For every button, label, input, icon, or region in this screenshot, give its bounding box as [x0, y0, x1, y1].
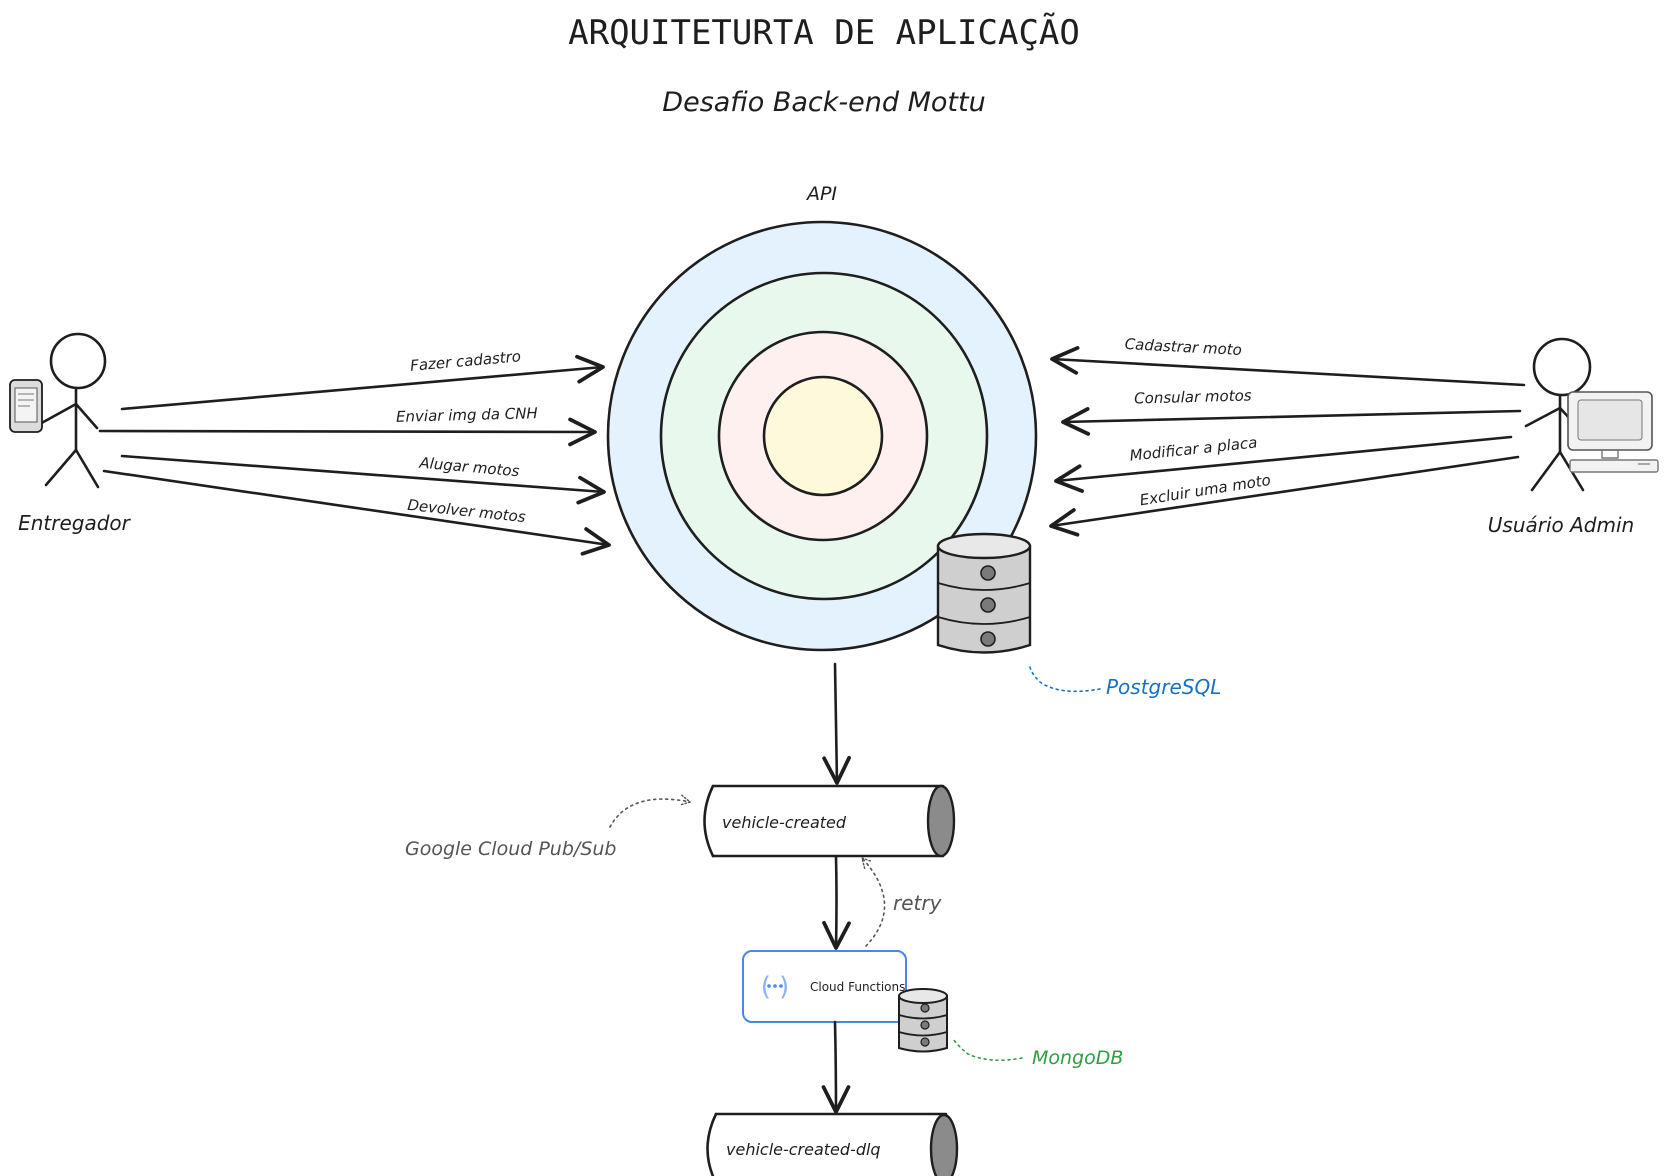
phone-icon: [9, 379, 43, 433]
page-title: ARQUITETURTA DE APLICAÇÃO: [568, 13, 1080, 53]
postgres-label: PostgreSQL: [1106, 675, 1221, 699]
vehicle-created-dlq-queue-label: vehicle-created-dlq: [726, 1140, 881, 1159]
api-to-queue-arrow: [822, 662, 851, 785]
api-label: API: [805, 183, 837, 205]
entregador-actor: [9, 332, 107, 489]
retry-arrow: [862, 858, 886, 947]
cloud-functions-box: ( ) Cloud Functions: [742, 950, 907, 1023]
retry-label: retry: [893, 891, 943, 915]
admin-label: Usuário Admin: [1488, 513, 1634, 537]
pubsub-annotation-line: [609, 799, 690, 828]
api-core-diagram: API: [606, 183, 1038, 652]
vehicle-created-queue: vehicle-created: [703, 784, 956, 858]
vehicle-created-queue-label: vehicle-created: [722, 813, 847, 832]
function-to-dlq-arrow: [821, 1020, 851, 1114]
entregador-flow-arrow-1: [98, 417, 597, 447]
admin-flow-label-1: Consular motos: [1134, 386, 1252, 407]
admin-flow-arrow-1: [1061, 407, 1522, 436]
entregador-label: Entregador: [18, 511, 132, 535]
admin-flow-arrow-0: [1050, 346, 1526, 387]
entregador-flow-label-0: Fazer cadastro: [409, 347, 521, 375]
postgres-database-icon: [936, 532, 1032, 654]
mongodb-database-icon: [898, 988, 948, 1053]
postgres-annotation-line: [1029, 665, 1101, 693]
mongodb-label: MongoDB: [1032, 1047, 1123, 1069]
computer-icon: [1567, 391, 1659, 473]
admin-flow-label-0: Cadastrar moto: [1124, 335, 1242, 359]
entregador-flow-arrow-3: [102, 469, 611, 556]
admin-actor: [1524, 337, 1659, 492]
pubsub-label: Google Cloud Pub/Sub: [405, 838, 616, 860]
entregador-flow-label-2: Alugar motos: [418, 454, 521, 481]
queue-to-function-arrow: [822, 855, 851, 950]
admin-flow-label-2: Modificar a placa: [1129, 433, 1258, 464]
api-core-ring: [762, 375, 884, 497]
mongodb-annotation-line: [953, 1039, 1023, 1062]
cloud-functions-icon: ( ): [761, 972, 790, 1002]
admin-flow-arrow-2: [1054, 435, 1513, 493]
page-subtitle: Desafio Back-end Mottu: [662, 87, 985, 118]
cloud-functions-label: Cloud Functions: [810, 980, 905, 994]
vehicle-created-dlq-queue: vehicle-created-dlq: [706, 1112, 959, 1176]
entregador-flow-label-1: Enviar img da CNH: [396, 404, 538, 426]
entregador-flow-label-3: Devolver motos: [407, 496, 527, 526]
entregador-flow-arrow-2: [120, 454, 606, 505]
admin-flow-arrow-3: [1049, 455, 1520, 537]
entregador-flow-arrow-0: [120, 354, 605, 411]
